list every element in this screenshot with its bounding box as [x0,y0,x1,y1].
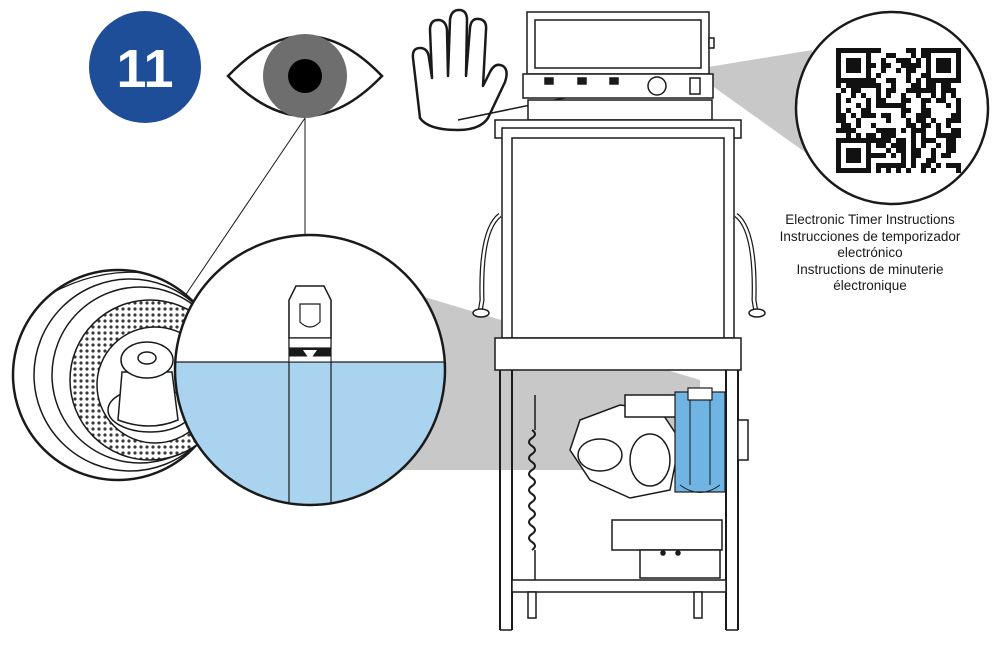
caption-english: Electronic Timer Instructions [785,212,955,227]
callout-cone-qr [690,50,830,170]
qr-code-icon [836,48,961,173]
caption-french-1: Instructions de minuterie [796,261,944,277]
caption-spanish-2: electrónico [837,245,903,260]
caption-spanish-1: Instrucciones de temporizador [779,228,961,244]
step-badge: 11 [89,11,201,123]
hand-icon [411,8,508,132]
dishwasher-machine [472,11,766,631]
float-tank-highlight [674,387,726,493]
step-number: 11 [116,39,173,99]
qr-code-callout [794,10,990,206]
water-level-closeup [173,233,447,507]
timer-instructions-caption: Electronic Timer Instructions Instruccio… [760,212,980,295]
caption-french-2: électronique [833,278,907,293]
eye-icon [226,34,384,118]
